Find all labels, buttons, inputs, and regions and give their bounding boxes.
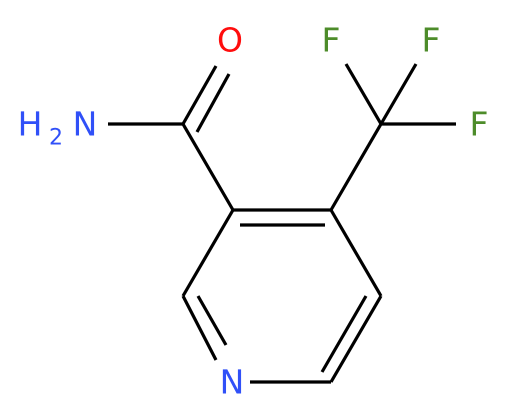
atom-labels: O H 2 N N F F F: [18, 21, 489, 402]
oxygen-label: O: [217, 21, 243, 60]
fluorine-1-label: F: [322, 21, 341, 60]
bond-co-inner: [195, 73, 231, 133]
bond-cf3-f1: [344, 63, 383, 125]
fluorine-2-label: F: [422, 21, 441, 60]
bond-c4-c5: [329, 209, 383, 297]
amide-n-label: N: [73, 105, 98, 144]
bond-c5-c6: [329, 295, 383, 383]
bond-c4-cf3: [329, 123, 383, 211]
ring-n-label: N: [220, 363, 245, 402]
amide-h-subscript: 2: [49, 126, 63, 151]
fluorine-3-label: F: [470, 105, 489, 144]
bonds: [108, 63, 456, 384]
bond-n1-c2-inner: [196, 295, 228, 346]
bond-c3-carbonyl: [181, 123, 235, 211]
bond-c2-c3: [181, 209, 235, 297]
bond-c5-c6-inner: [320, 295, 368, 373]
amide-h-label: H: [18, 105, 43, 144]
bond-co: [181, 65, 218, 125]
bond-cf3-f2: [379, 63, 418, 125]
bond-n1-c2: [181, 295, 218, 361]
